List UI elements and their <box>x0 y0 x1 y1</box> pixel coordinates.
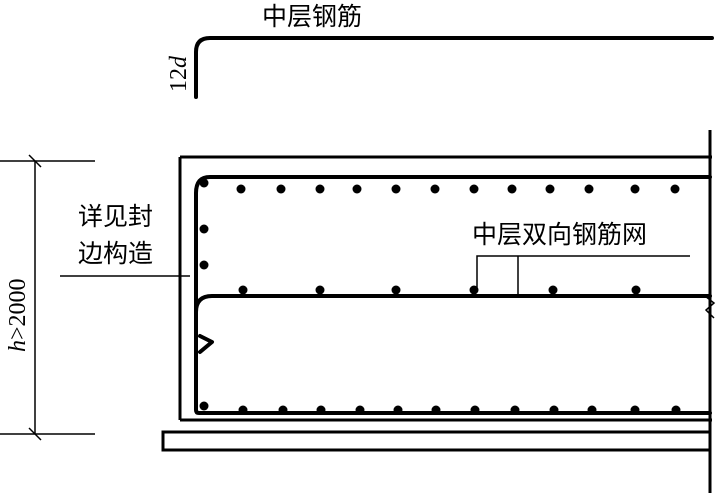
height-variable: h <box>5 340 31 352</box>
rebar-dot <box>391 285 401 295</box>
rebar-dot <box>355 405 365 415</box>
rebar-dot <box>507 184 517 194</box>
rebar-dot <box>670 184 680 194</box>
rebar-dot <box>316 405 326 415</box>
rebar-dot <box>352 184 362 194</box>
rebar-dot <box>315 184 325 194</box>
rebar-dot <box>469 184 479 194</box>
height-dimension-label: h>2000 <box>5 278 31 352</box>
top-closure-bar <box>194 175 712 415</box>
base-cushion-layer <box>161 430 712 452</box>
rebar-dot <box>630 184 640 194</box>
edge-note-line1: 详见封 <box>78 202 153 231</box>
rebar-dot <box>238 285 248 295</box>
rebar-dot <box>545 184 555 194</box>
rebar-dot <box>199 178 209 188</box>
hook-length-number: 12 <box>166 68 192 92</box>
rebar-dot <box>393 405 403 415</box>
rebar-dot <box>431 405 441 415</box>
rebar-dot <box>549 405 559 415</box>
break-mark <box>704 295 716 319</box>
rebar-dot <box>548 285 558 295</box>
middle-layer-bar-detail <box>194 36 714 99</box>
rebar-dot <box>391 184 401 194</box>
height-value: >2000 <box>5 278 31 340</box>
hook-length-variable: d <box>166 55 192 68</box>
top-rebar-dots <box>236 184 680 194</box>
rebar-dot <box>587 405 597 415</box>
middle-rebar-dots <box>238 285 641 295</box>
rebar-dot <box>238 405 248 415</box>
middle-layer-bar-label: 中层钢筋 <box>262 2 362 31</box>
mesh-leader-line <box>476 255 690 290</box>
dimension-tick-top <box>28 154 42 168</box>
rebar-dot <box>315 285 325 295</box>
rebar-dot <box>430 184 440 194</box>
rebar-dot <box>584 184 594 194</box>
middle-layer-bar <box>194 294 712 332</box>
left-rebar-dots <box>199 178 209 411</box>
rebar-dot <box>631 285 641 295</box>
hook-length-label: 12d <box>166 55 192 92</box>
bottom-rebar-dots <box>238 405 681 415</box>
hook-detail <box>198 334 214 354</box>
rebar-dot <box>276 184 286 194</box>
rebar-dot <box>470 405 480 415</box>
mesh-label: 中层双向钢筋网 <box>472 220 647 249</box>
rebar-dot <box>236 184 246 194</box>
rebar-dot <box>630 405 640 415</box>
rebar-dot <box>671 405 681 415</box>
dimension-tick-bottom <box>28 427 42 441</box>
rebar-dot <box>199 260 209 270</box>
rebar-dot <box>510 405 520 415</box>
rebar-dot <box>199 401 209 411</box>
rebar-dot <box>278 405 288 415</box>
edge-note-line2: 边构造 <box>78 239 153 268</box>
rebar-dot <box>199 224 209 234</box>
